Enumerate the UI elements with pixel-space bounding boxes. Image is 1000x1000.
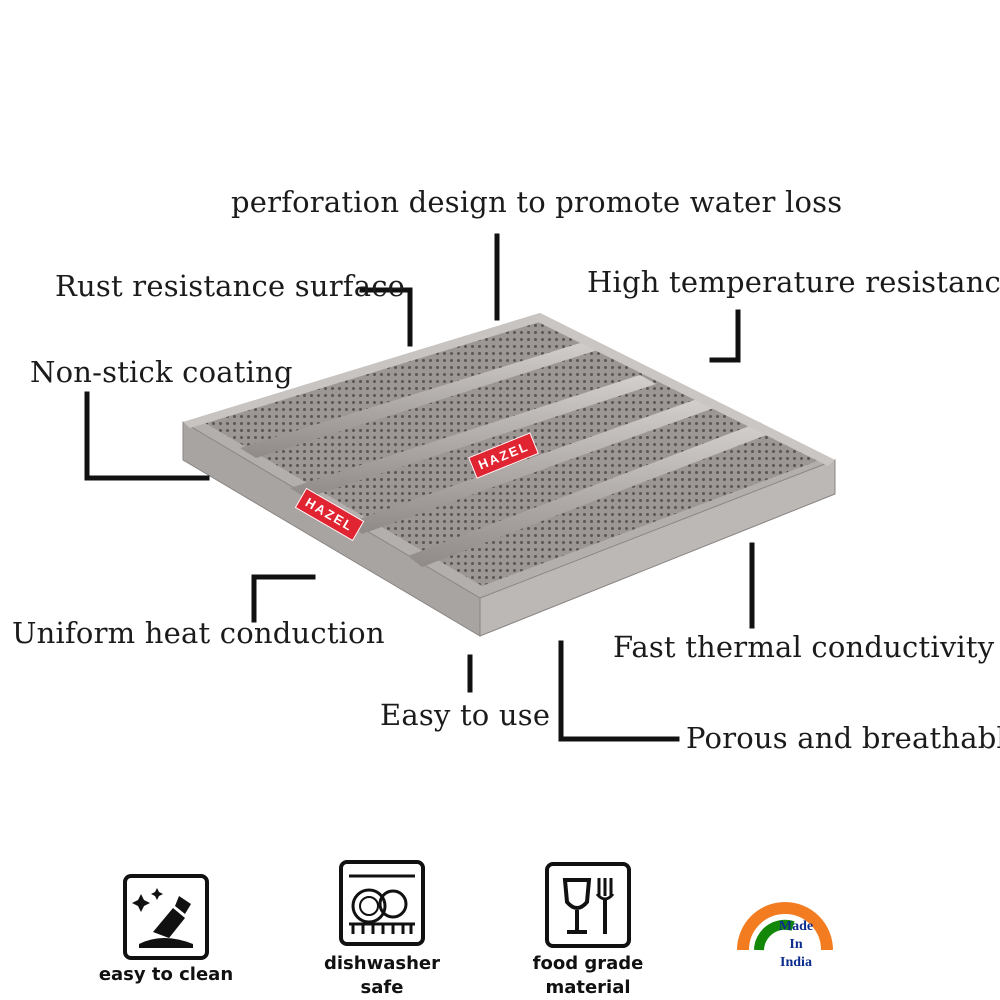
callout-perforation: perforation design to promote water loss <box>231 185 843 219</box>
callout-high-temp: High temperature resistance <box>587 265 1000 299</box>
callout-non-stick: Non-stick coating <box>30 355 293 389</box>
made-in-india-icon <box>737 902 833 951</box>
line-high-temp <box>709 309 741 363</box>
line-rust <box>359 287 413 347</box>
food-grade-icon <box>545 862 631 948</box>
callout-easy-use: Easy to use <box>380 698 551 732</box>
easy-to-clean-icon <box>123 874 209 960</box>
feature-label-dishwasher: dishwasher safe <box>324 953 440 998</box>
made-in-india-text: Made In India <box>778 919 814 970</box>
feature-label-food-grade: food grade material <box>532 953 644 998</box>
callout-uniform-heat: Uniform heat conduction <box>12 616 385 650</box>
feature-label-easy-clean: easy to clean <box>98 964 234 985</box>
line-non-stick <box>84 391 210 481</box>
line-uniform-heat <box>251 574 316 623</box>
callout-rust: Rust resistance surface <box>55 269 406 303</box>
line-porous <box>558 640 680 742</box>
callout-porous: Porous and breathable <box>686 721 1000 755</box>
callout-fast-thermal: Fast thermal conductivity <box>613 630 995 664</box>
dishwasher-safe-icon <box>339 860 425 946</box>
